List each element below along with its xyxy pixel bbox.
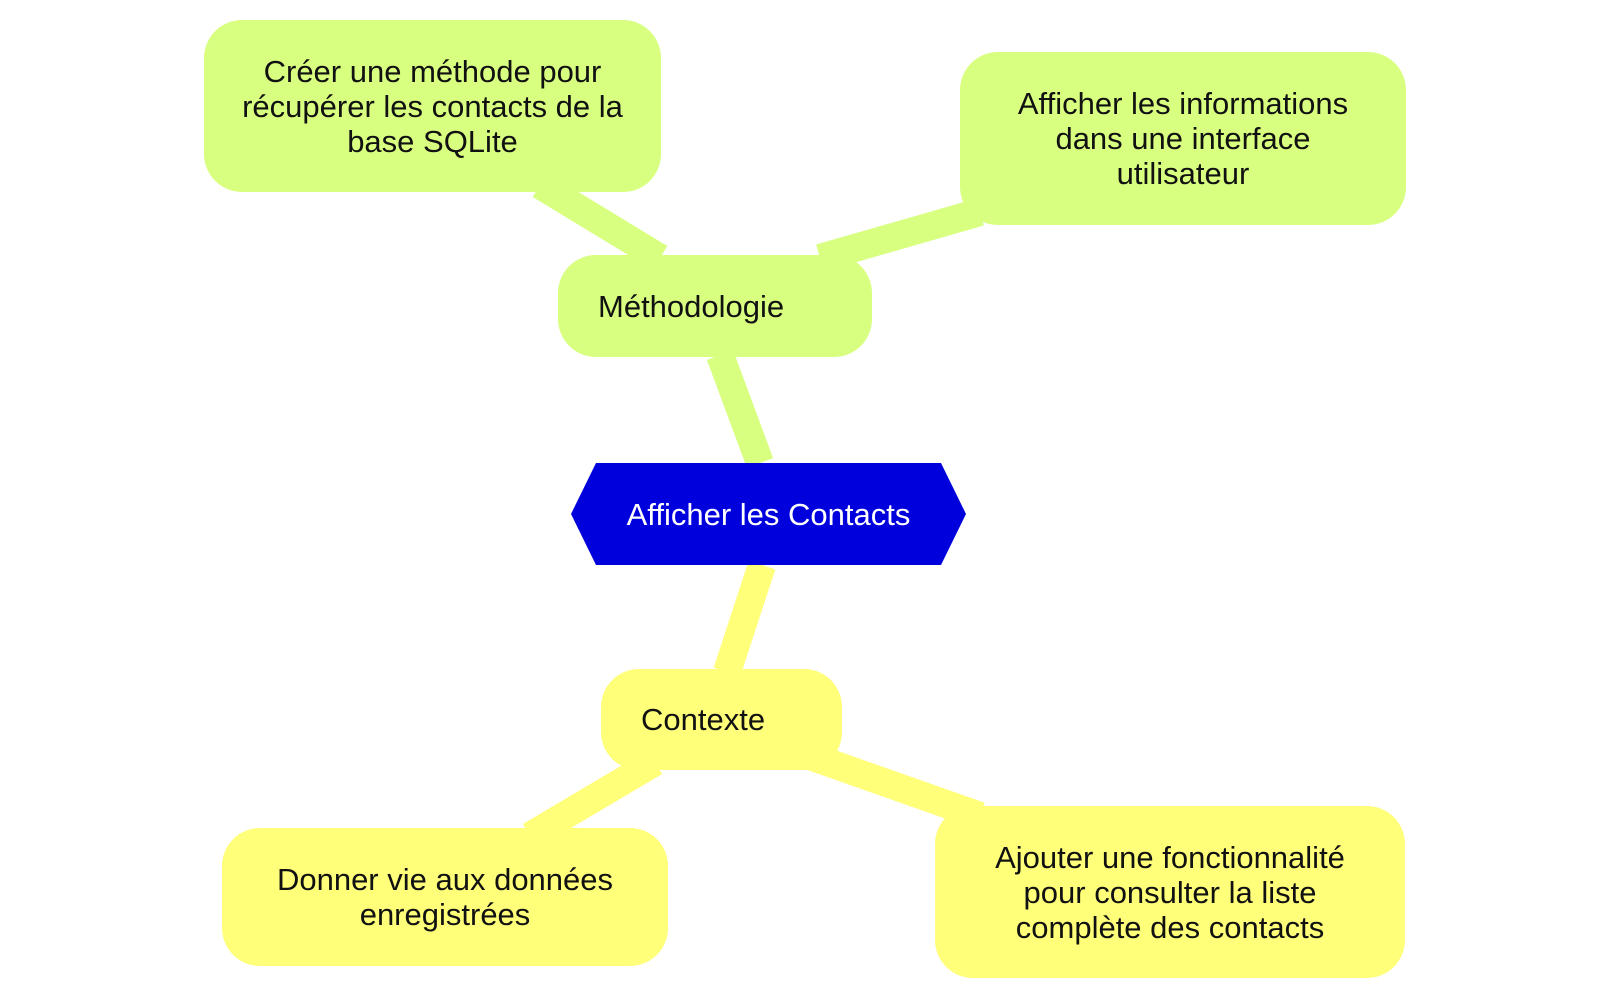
topic-label-create-method: Créer une méthode pour récupérer les con… [242,53,623,159]
topic-node-give-life[interactable]: Donner vie aux données enregistrées [222,828,668,966]
branch-node-methodologie[interactable]: Méthodologie [558,255,872,357]
connector-methodologie-create-method [532,173,668,270]
connector-contexte-give-life [522,749,663,849]
connector-contexte-add-feature [805,742,985,830]
branch-label-contexte: Contexte [641,702,766,737]
connector-center-contexte [713,560,776,677]
topic-label-display-info: Afficher les informations dans une inter… [1017,86,1349,191]
branch-label-methodologie: Méthodologie [598,288,785,324]
topic-node-create-method[interactable]: Créer une méthode pour récupérer les con… [204,20,661,192]
topic-label-add-feature: Ajouter une fonctionnalité pour consulte… [995,839,1345,945]
central-topic-label: Afficher les Contacts [626,496,911,532]
topic-node-add-feature[interactable]: Ajouter une fonctionnalité pour consulte… [935,806,1405,978]
topic-label-give-life: Donner vie aux données enregistrées [276,862,614,932]
branch-node-contexte[interactable]: Contexte [601,669,842,770]
central-topic-node[interactable]: Afficher les Contacts [571,463,966,565]
topic-node-display-info[interactable]: Afficher les informations dans une inter… [960,52,1406,225]
connector-methodologie-display-info [816,198,984,272]
connector-center-methodologie [706,350,774,468]
